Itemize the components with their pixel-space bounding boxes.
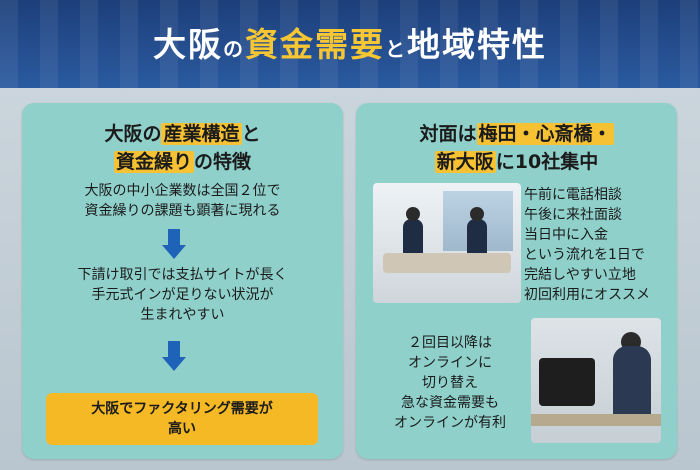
left-heading-text: 大阪の: [104, 123, 162, 145]
list-item: という流れを1日で: [524, 247, 645, 263]
left-heading-text: の特徴: [194, 151, 252, 173]
online-list: ２回目以降は オンラインに 切り替え 急な資金需要も オンラインが有利: [370, 333, 530, 433]
sme-count-text: 大阪の中小企業数は全国２位で 資金繰りの課題も顕著に現れる: [30, 181, 335, 221]
conclusion-text: 大阪でファクタリング需要が: [91, 401, 273, 417]
text-line: 大阪の中小企業数は全国２位で: [84, 183, 281, 199]
title-part-4: と: [385, 37, 407, 61]
conclusion-box: 大阪でファクタリング需要が 高い: [46, 393, 318, 445]
page-title: 大阪の資金需要と地域特性: [0, 18, 700, 66]
left-heading-highlight: 資金繰り: [113, 151, 194, 173]
list-item: 切り替え: [422, 375, 478, 391]
left-heading-highlight: 産業構造: [161, 123, 242, 145]
industry-structure-card: 大阪の産業構造と 資金繰りの特徴 大阪の中小企業数は全国２位で 資金繰りの課題も…: [22, 103, 343, 459]
list-item: 初回利用にオススメ: [524, 287, 650, 303]
list-item: 当日中に入金: [524, 227, 608, 243]
right-heading-highlight: 梅田・心斎橋・: [476, 123, 614, 145]
location-card: 対面は梅田・心斎橋・ 新大阪に10社集中 午前に電話相談 午後に来社面談 当日中…: [356, 103, 677, 459]
city-skyline-background: [0, 0, 700, 88]
list-item: 午前に電話相談: [524, 187, 622, 203]
in-person-flow-list: 午前に電話相談 午後に来社面談 当日中に入金 という流れを1日で 完結しやすい立…: [524, 185, 674, 305]
list-item: 午後に来社面談: [524, 207, 622, 223]
list-item: オンラインが有利: [394, 415, 506, 431]
right-heading-line-1: 対面は梅田・心斎橋・: [356, 121, 677, 147]
list-item: ２回目以降は: [408, 335, 492, 351]
list-item: 急な資金需要も: [401, 395, 499, 411]
subcontract-text: 下請け取引では支払サイトが長く 手元式インが足りない状況が 生まれやすい: [30, 265, 335, 325]
header-banner: 大阪の資金需要と地域特性: [0, 0, 700, 88]
video-call-image: [531, 318, 661, 443]
title-part-3: 資金需要: [245, 25, 385, 64]
left-heading-text: と: [241, 123, 261, 145]
list-item: オンラインに: [408, 355, 492, 371]
right-heading-text: に10社集中: [495, 151, 599, 173]
right-heading-line-2: 新大阪に10社集中: [356, 149, 677, 175]
left-heading-line-2: 資金繰りの特徴: [22, 149, 343, 175]
right-heading-highlight: 新大阪: [434, 151, 496, 173]
conclusion-text: 高い: [167, 421, 196, 437]
left-heading-line-1: 大阪の産業構造と: [22, 121, 343, 147]
text-line: 下請け取引では支払サイトが長く: [77, 267, 288, 283]
list-item: 完結しやすい立地: [524, 267, 636, 283]
title-part-1: 大阪: [153, 25, 223, 64]
office-meeting-image: [373, 183, 521, 303]
title-part-2: の: [223, 37, 245, 61]
right-heading-text: 対面は: [419, 123, 477, 145]
text-line: 資金繰りの課題も顕著に現れる: [84, 203, 281, 219]
title-part-5: 地域特性: [407, 25, 547, 64]
text-line: 手元式インが足りない状況が: [91, 287, 274, 303]
text-line: 生まれやすい: [140, 307, 225, 323]
